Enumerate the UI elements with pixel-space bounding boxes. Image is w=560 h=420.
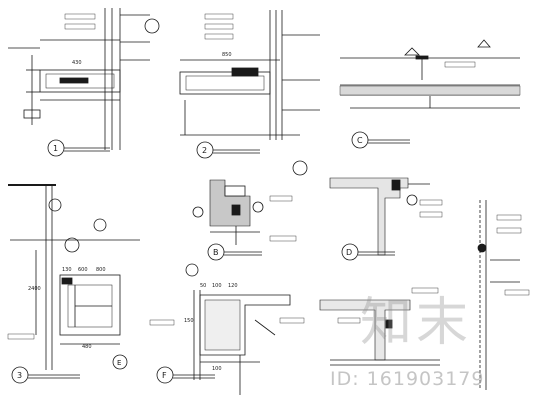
dim-label: 430 (72, 60, 82, 66)
detail-letter: D (346, 248, 352, 257)
detail-number: C (357, 136, 363, 145)
dim-label: 100 (212, 366, 222, 372)
detail-letter: E (117, 359, 121, 367)
detail-c: C (339, 39, 521, 149)
detail-number: 1 (53, 144, 58, 153)
watermark-id: ID: 161903179 (330, 368, 485, 390)
detail-number: F (162, 371, 167, 380)
detail-2: 850 2 (179, 10, 320, 159)
detail-e (319, 287, 440, 366)
detail-b: B (192, 179, 297, 261)
dim-label: 150 (184, 318, 194, 324)
dim-label: 480 (82, 344, 92, 350)
detail-3: 2400 130 600 800 480 3 E (7, 184, 140, 384)
dim-label: 100 (212, 283, 222, 289)
dim-label: 600 (78, 267, 88, 273)
dim-label: 800 (96, 267, 106, 273)
dim-label: 120 (228, 283, 238, 289)
detail-number: 2 (202, 146, 207, 155)
dim-label: 2400 (28, 286, 41, 292)
dim-label: 850 (222, 52, 232, 58)
watermark-logo: 知末 (360, 293, 473, 353)
detail-right-column (477, 200, 530, 390)
detail-5: 50 100 120 150 100 F (149, 263, 305, 395)
detail-number: 3 (17, 371, 22, 380)
dim-label: 130 (62, 267, 72, 273)
detail-letter: B (213, 248, 219, 257)
detail-1: 430 1 (8, 8, 160, 157)
detail-d: D (292, 160, 443, 261)
section-marker (144, 18, 160, 34)
dim-label: 50 (200, 283, 206, 289)
